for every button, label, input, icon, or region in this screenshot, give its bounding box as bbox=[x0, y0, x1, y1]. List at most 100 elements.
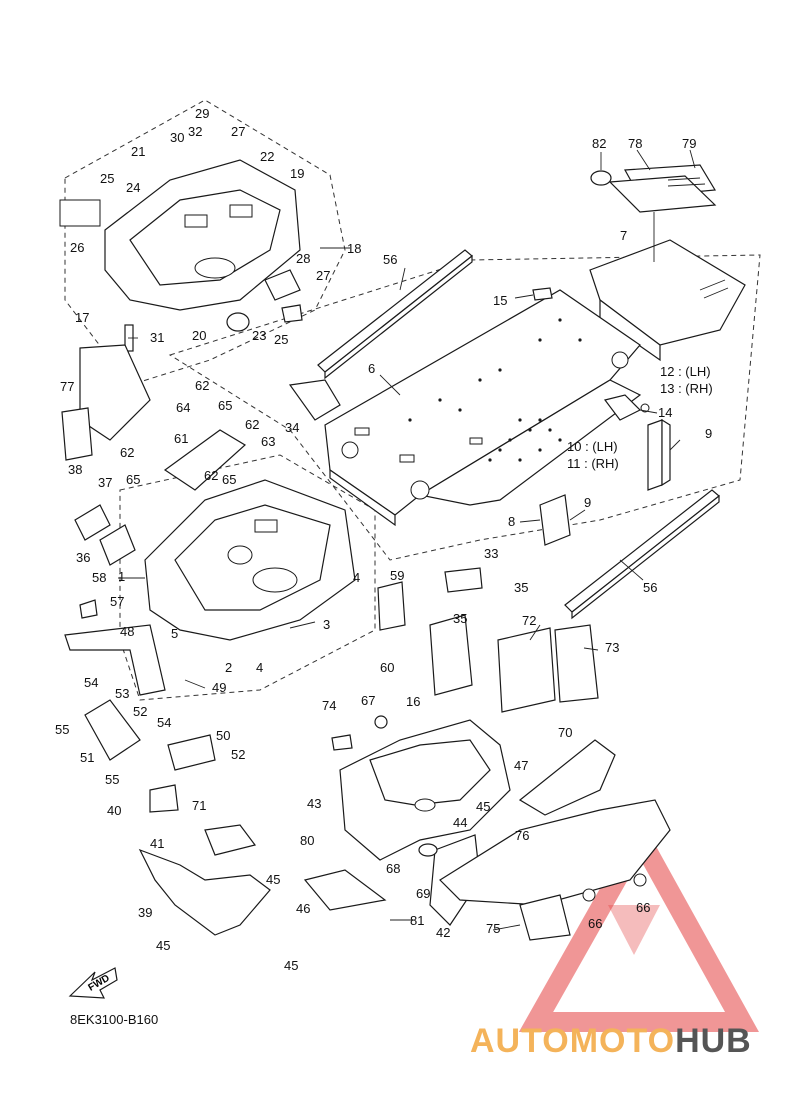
callout-53: 53 bbox=[115, 686, 129, 701]
callout-45b: 45 bbox=[266, 872, 280, 887]
callout-69: 69 bbox=[416, 886, 430, 901]
callout-8: 8 bbox=[508, 514, 515, 529]
callout-11: 11 : (RH) bbox=[567, 456, 619, 471]
callout-63: 63 bbox=[261, 434, 275, 449]
group-box-upper-frame bbox=[64, 99, 346, 386]
part-50-bracket bbox=[167, 734, 216, 771]
upper-frame-assembly bbox=[59, 159, 301, 311]
part-37-plate bbox=[74, 504, 111, 541]
callout-48: 48 bbox=[120, 624, 134, 639]
callout-43: 43 bbox=[307, 796, 321, 811]
part-36-plate bbox=[99, 524, 136, 566]
callout-9b: 9 bbox=[584, 495, 591, 510]
callout-72: 72 bbox=[522, 613, 536, 628]
callout-28: 28 bbox=[296, 251, 310, 266]
callout-70: 70 bbox=[558, 725, 572, 740]
leader-lines bbox=[118, 149, 696, 931]
part-6-tunnel bbox=[324, 289, 642, 527]
callout-38: 38 bbox=[68, 462, 82, 477]
callout-82: 82 bbox=[592, 136, 606, 151]
callout-55a: 55 bbox=[55, 722, 69, 737]
callout-29: 29 bbox=[195, 106, 209, 121]
callout-32: 32 bbox=[188, 124, 202, 139]
callout-7: 7 bbox=[620, 228, 627, 243]
callout-80: 80 bbox=[300, 833, 314, 848]
callout-17: 17 bbox=[75, 310, 89, 325]
callout-46: 46 bbox=[296, 901, 310, 916]
callout-36: 36 bbox=[76, 550, 90, 565]
callout-13: 13 : (RH) bbox=[660, 381, 713, 396]
callout-50: 50 bbox=[216, 728, 230, 743]
part-48-bar bbox=[64, 624, 166, 696]
part-70-cover bbox=[518, 739, 616, 816]
part-78-79-plate bbox=[608, 164, 717, 213]
part-67-cap bbox=[374, 715, 388, 729]
callout-45d: 45 bbox=[284, 958, 298, 973]
callout-75: 75 bbox=[486, 921, 500, 936]
callout-65b: 65 bbox=[126, 472, 140, 487]
fwd-arrow: FWD bbox=[68, 967, 118, 999]
callout-25a: 25 bbox=[100, 171, 114, 186]
callout-45c: 45 bbox=[156, 938, 170, 953]
callout-14: 14 bbox=[658, 405, 672, 420]
callout-9a: 9 bbox=[705, 426, 712, 441]
callout-5: 5 bbox=[171, 626, 178, 641]
callout-15: 15 bbox=[493, 293, 507, 308]
part-74-clip bbox=[331, 734, 353, 751]
callout-42: 42 bbox=[436, 925, 450, 940]
callout-37: 37 bbox=[98, 475, 112, 490]
callout-62a: 62 bbox=[195, 378, 209, 393]
callout-25b: 25 bbox=[274, 332, 288, 347]
callout-4b: 4 bbox=[256, 660, 263, 675]
part-7-rear-cover bbox=[589, 239, 746, 362]
part-8-bracket bbox=[539, 494, 571, 546]
callout-27b: 27 bbox=[316, 268, 330, 283]
callout-22: 22 bbox=[260, 149, 274, 164]
watermark-logo bbox=[518, 817, 759, 1032]
callout-65c: 65 bbox=[222, 472, 236, 487]
callout-52a: 52 bbox=[133, 704, 147, 719]
part-72-panel bbox=[497, 627, 556, 713]
callout-65a: 65 bbox=[218, 398, 232, 413]
diagram-code: 8EK3100-B160 bbox=[70, 1012, 158, 1027]
callout-56b: 56 bbox=[643, 580, 657, 595]
callout-56a: 56 bbox=[383, 252, 397, 267]
callout-41: 41 bbox=[150, 836, 164, 851]
part-61-bracket bbox=[163, 429, 247, 491]
callout-74: 74 bbox=[322, 698, 336, 713]
callout-47: 47 bbox=[514, 758, 528, 773]
part-68-grommet bbox=[418, 843, 438, 857]
part-59-60-bracket bbox=[377, 581, 406, 631]
callout-55b: 55 bbox=[105, 772, 119, 787]
part-75-belly-pan bbox=[439, 799, 671, 941]
part-40-bracket bbox=[149, 784, 179, 813]
part-39-bumper bbox=[138, 824, 271, 936]
callout-33: 33 bbox=[484, 546, 498, 561]
callout-27a: 27 bbox=[231, 124, 245, 139]
callout-76: 76 bbox=[515, 828, 529, 843]
callout-59: 59 bbox=[390, 568, 404, 583]
callout-60: 60 bbox=[380, 660, 394, 675]
callout-79: 79 bbox=[682, 136, 696, 151]
callout-68: 68 bbox=[386, 861, 400, 876]
part-17-bracket bbox=[79, 344, 151, 441]
callout-62b: 62 bbox=[245, 417, 259, 432]
part-56-rail-upper bbox=[317, 249, 473, 380]
part-73-panel bbox=[554, 624, 599, 703]
callout-10: 10 : (LH) bbox=[567, 439, 618, 454]
callout-labels: 82 78 79 7 29 30 32 27 21 22 25 24 19 26… bbox=[55, 106, 713, 973]
part-77-plate bbox=[61, 407, 93, 461]
callout-23: 23 bbox=[252, 328, 266, 343]
callout-49: 49 bbox=[212, 680, 226, 695]
part-16-bracket bbox=[429, 614, 473, 696]
part-56-rail-lower bbox=[564, 489, 720, 620]
callout-35b: 35 bbox=[453, 611, 467, 626]
callout-6: 6 bbox=[368, 361, 375, 376]
part-10-11-brackets bbox=[647, 418, 671, 491]
part-34-bracket bbox=[288, 379, 341, 421]
callout-67: 67 bbox=[361, 693, 375, 708]
part-57-clip bbox=[79, 599, 98, 619]
part-80-bracket bbox=[303, 869, 387, 911]
part-43-structure bbox=[339, 719, 511, 861]
